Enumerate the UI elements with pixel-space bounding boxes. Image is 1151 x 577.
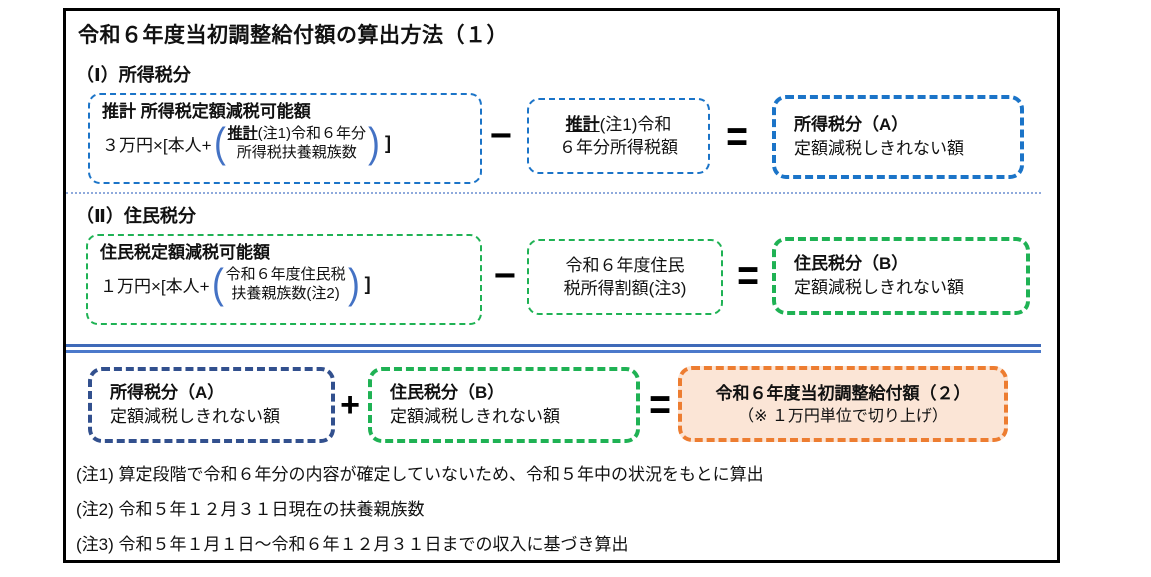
income-formula-suffix: ]	[384, 132, 391, 153]
close-paren-icon: )	[347, 260, 360, 307]
total-income-title: 所得税分（A）	[110, 383, 225, 402]
total-resident-title: 住民税分（B）	[390, 383, 505, 402]
income-dependents-line2: 所得税扶養親族数	[236, 144, 357, 161]
open-paren-icon: (	[211, 260, 224, 307]
estimate-label: 推計	[565, 115, 600, 134]
income-result-subtitle: 定額減税しきれない額	[794, 139, 964, 158]
income-estimated-tax-line1: 推計(注1)令和	[566, 113, 672, 136]
resident-income-levy-line2: 税所得割額(注3)	[563, 279, 687, 298]
resident-dependents-line1: 令和６年度住民税	[225, 266, 346, 283]
grant-amount-note: （※ １万円単位で切り上げ）	[738, 407, 948, 425]
resident-income-levy-box: 令和６年度住民 税所得割額(注3)	[527, 239, 723, 315]
resident-result-title: 住民税分（B）	[794, 254, 909, 273]
resident-dependents-line2: 扶養親族数(注2)	[231, 285, 340, 302]
income-dependents-line1-rest: (注1)令和６年分	[257, 125, 366, 142]
income-section-heading: （Ⅰ）所得税分	[76, 65, 191, 85]
total-resident-box: 住民税分（B） 定額減税しきれない額	[368, 367, 640, 443]
estimate-label: 推計	[227, 125, 258, 142]
income-estimated-tax-line2: ６年分所得税額	[559, 138, 678, 157]
resident-dependents-stack: 令和６年度住民税 扶養親族数(注2)	[226, 265, 346, 303]
total-equals-operator: =	[649, 379, 671, 430]
grant-amount-title: 令和６年度当初調整給付額（２）	[715, 383, 971, 403]
open-paren-icon: (	[213, 119, 226, 166]
page-title: 令和６年度当初調整給付額の算出方法（１）	[78, 24, 508, 47]
resident-deductible-title: 住民税定額減税可能額	[100, 243, 270, 262]
total-resident-subtitle: 定額減税しきれない額	[390, 407, 560, 426]
resident-result-box: 住民税分（B） 定額減税しきれない額	[772, 237, 1030, 315]
income-dependents-line1: 推計(注1)令和６年分	[228, 124, 366, 143]
total-income-subtitle: 定額減税しきれない額	[110, 407, 280, 426]
resident-minus-operator: −	[493, 254, 517, 297]
income-deductible-formula: ３万円×[本人+ ( 推計(注1)令和６年分 所得税扶養親族数 ) ]	[102, 119, 472, 166]
income-dependents-stack: 推計(注1)令和６年分 所得税扶養親族数	[228, 124, 366, 162]
close-paren-icon: )	[368, 119, 380, 166]
income-formula-prefix: ３万円×[本人+	[102, 135, 212, 155]
total-income-box: 所得税分（A） 定額減税しきれない額	[88, 367, 335, 443]
income-minus-operator: −	[489, 114, 513, 157]
income-equals-operator: =	[726, 111, 748, 162]
footnote-1: (注1) 算定段階で令和６年分の内容が確定していないため、令和５年中の状況をもと…	[76, 465, 764, 484]
income-estimated-tax-box: 推計(注1)令和 ６年分所得税額	[527, 98, 710, 174]
income-result-title: 所得税分（A）	[794, 115, 909, 134]
double-line-divider	[66, 344, 1041, 353]
resident-formula-suffix: ]	[364, 273, 371, 294]
footnote-3: (注3) 令和５年１月１日～令和６年１２月３１日までの収入に基づき算出	[76, 535, 629, 554]
resident-section-heading: （Ⅱ）住民税分	[76, 206, 196, 226]
resident-equals-operator: =	[737, 250, 759, 301]
section-divider-dotted-line	[66, 192, 1041, 194]
income-result-box: 所得税分（A） 定額減税しきれない額	[772, 95, 1024, 179]
resident-formula-prefix: １万円×[本人+	[100, 276, 210, 296]
resident-result-subtitle: 定額減税しきれない額	[794, 278, 964, 297]
divider-line-top	[66, 344, 1041, 347]
resident-deductible-box: 住民税定額減税可能額 １万円×[本人+ ( 令和６年度住民税 扶養親族数(注2)…	[86, 234, 482, 325]
resident-deductible-formula: １万円×[本人+ ( 令和６年度住民税 扶養親族数(注2) ) ]	[100, 260, 472, 307]
resident-income-levy-line1: 令和６年度住民	[565, 256, 685, 275]
income-deductible-box: 推計 所得税定額減税可能額 ３万円×[本人+ ( 推計(注1)令和６年分 所得税…	[88, 93, 482, 184]
grant-amount-result-box: 令和６年度当初調整給付額（２） （※ １万円単位で切り上げ）	[678, 366, 1008, 442]
income-deductible-title: 推計 所得税定額減税可能額	[102, 102, 311, 121]
divider-line-bottom	[66, 350, 1041, 353]
income-estimated-tax-line1-rest: (注1)令和	[599, 115, 672, 134]
divider-line-gap	[66, 347, 1041, 350]
plus-operator: +	[340, 385, 360, 424]
outer-frame: 令和６年度当初調整給付額の算出方法（１） （Ⅰ）所得税分 推計 所得税定額減税可…	[63, 8, 1060, 563]
footnote-2: (注2) 令和５年１２月３１日現在の扶養親族数	[76, 500, 425, 519]
